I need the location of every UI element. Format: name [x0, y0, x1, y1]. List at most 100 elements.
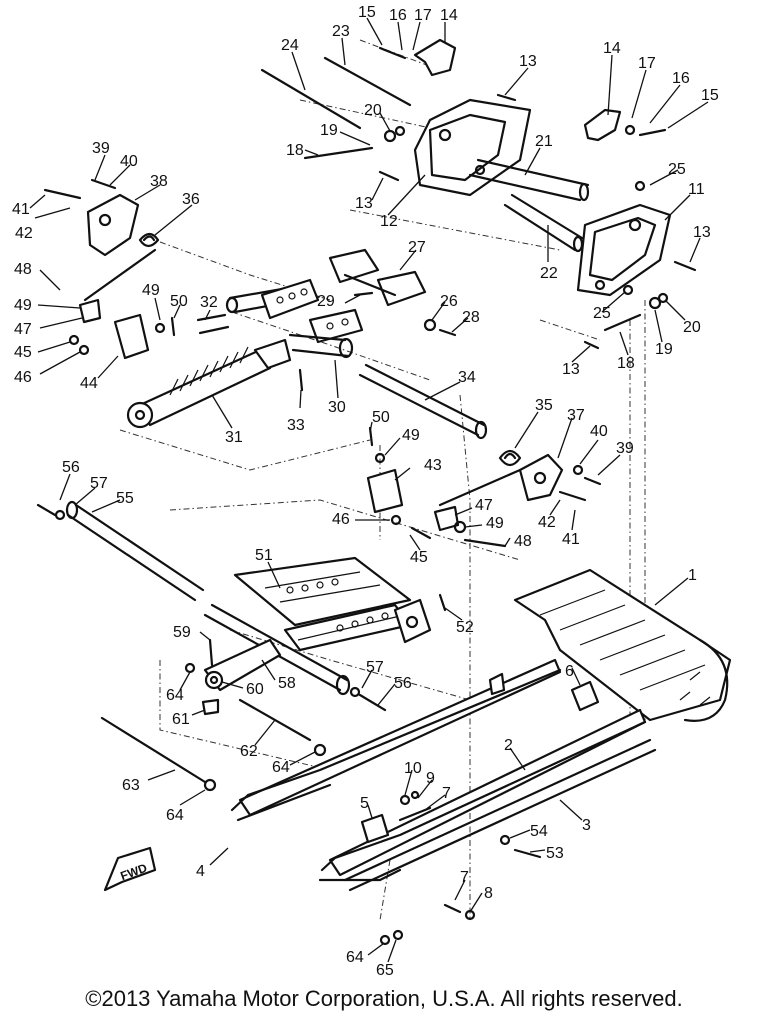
fwd-arrow-icon: FWD	[103, 846, 157, 892]
right-upper-bracket	[576, 203, 672, 297]
bolt-63	[100, 716, 207, 784]
slider-block-6	[570, 680, 600, 712]
callout-33: 33	[287, 417, 305, 434]
callout-51: 51	[255, 547, 273, 564]
callout-63: 63	[122, 777, 140, 794]
callout-64: 64	[346, 949, 364, 966]
callout-42: 42	[15, 225, 33, 242]
drive-track	[513, 568, 732, 722]
callout-17: 17	[638, 55, 656, 72]
callout-3: 3	[582, 817, 591, 834]
callout-50: 50	[372, 409, 390, 426]
callout-40: 40	[590, 423, 608, 440]
callout-62: 62	[240, 743, 258, 760]
long-bolt-23	[323, 56, 412, 107]
callout-27: 27	[408, 239, 426, 256]
callout-23: 23	[332, 23, 350, 40]
callout-56: 56	[394, 675, 412, 692]
callout-13: 13	[562, 361, 580, 378]
callout-1: 1	[688, 567, 697, 584]
callout-5: 5	[360, 795, 369, 812]
callout-15: 15	[701, 87, 719, 104]
callout-25: 25	[668, 161, 686, 178]
callout-13: 13	[355, 195, 373, 212]
callout-64: 64	[272, 759, 290, 776]
callout-16: 16	[389, 7, 407, 24]
callout-50: 50	[170, 293, 188, 310]
callout-19: 19	[320, 122, 338, 139]
callout-38: 38	[150, 173, 168, 190]
callout-13: 13	[519, 53, 537, 70]
callout-25: 25	[593, 305, 611, 322]
upper-center-linkage	[196, 248, 457, 392]
callout-64: 64	[166, 687, 184, 704]
callout-16: 16	[672, 70, 690, 87]
callout-61: 61	[172, 711, 190, 728]
callout-57: 57	[366, 659, 384, 676]
callout-19: 19	[655, 341, 673, 358]
callout-8: 8	[484, 885, 493, 902]
callout-42: 42	[538, 514, 556, 531]
rear-arm-58	[184, 638, 387, 716]
callout-labels: 15 16 17 14 23 24 13 14 17 16 15 20 19 1…	[12, 4, 719, 975]
callout-39: 39	[616, 440, 634, 457]
callout-7: 7	[460, 869, 469, 886]
callout-53: 53	[546, 845, 564, 862]
callout-58: 58	[278, 675, 296, 692]
callout-41: 41	[12, 201, 30, 218]
callout-46: 46	[14, 369, 32, 386]
callout-65: 65	[376, 962, 394, 975]
callout-6: 6	[565, 663, 574, 680]
callout-56: 56	[62, 459, 80, 476]
callout-26: 26	[440, 293, 458, 310]
callout-11: 11	[688, 181, 705, 198]
leader-lines	[29, 17, 709, 963]
slide-rail-right	[318, 708, 647, 882]
callout-12: 12	[380, 213, 398, 230]
callout-40: 40	[120, 153, 138, 170]
long-bolt-24	[260, 68, 362, 130]
callout-15: 15	[358, 4, 376, 21]
callout-24: 24	[281, 37, 299, 54]
callout-48: 48	[514, 533, 532, 550]
rear-shaft-55	[36, 500, 205, 602]
callout-7: 7	[442, 785, 451, 802]
callout-34: 34	[458, 369, 476, 386]
callout-36: 36	[182, 191, 200, 208]
callout-57: 57	[90, 475, 108, 492]
callout-14: 14	[603, 40, 621, 57]
callout-4: 4	[196, 863, 205, 880]
callout-17: 17	[414, 7, 432, 24]
slide-frame-51	[203, 556, 447, 696]
callout-64: 64	[166, 807, 184, 824]
callout-39: 39	[92, 140, 110, 157]
slide-rail-left	[230, 658, 562, 822]
callout-20: 20	[364, 102, 382, 119]
callout-46: 46	[332, 511, 350, 528]
callout-28: 28	[462, 309, 480, 326]
callout-18: 18	[286, 142, 304, 159]
callout-48: 48	[14, 261, 32, 278]
callout-49: 49	[402, 427, 420, 444]
right-arm-assembly	[366, 426, 602, 548]
shock-absorber	[126, 338, 292, 429]
callout-45: 45	[14, 344, 32, 361]
callout-20: 20	[683, 319, 701, 336]
callout-13: 13	[693, 224, 711, 241]
callout-21: 21	[535, 133, 553, 150]
callout-22: 22	[540, 265, 558, 282]
callout-60: 60	[246, 681, 264, 698]
callout-45: 45	[410, 549, 428, 566]
left-upper-bracket	[413, 98, 532, 197]
callout-31: 31	[225, 429, 243, 446]
callout-35: 35	[535, 397, 553, 414]
callout-47: 47	[475, 497, 493, 514]
right-handle	[583, 108, 622, 142]
long-shaft-34	[358, 363, 488, 440]
callout-37: 37	[567, 407, 585, 424]
wear-strip-3	[343, 738, 657, 892]
callout-52: 52	[456, 619, 474, 636]
callout-47: 47	[14, 321, 32, 338]
callout-18: 18	[617, 355, 635, 372]
callout-32: 32	[200, 294, 218, 311]
